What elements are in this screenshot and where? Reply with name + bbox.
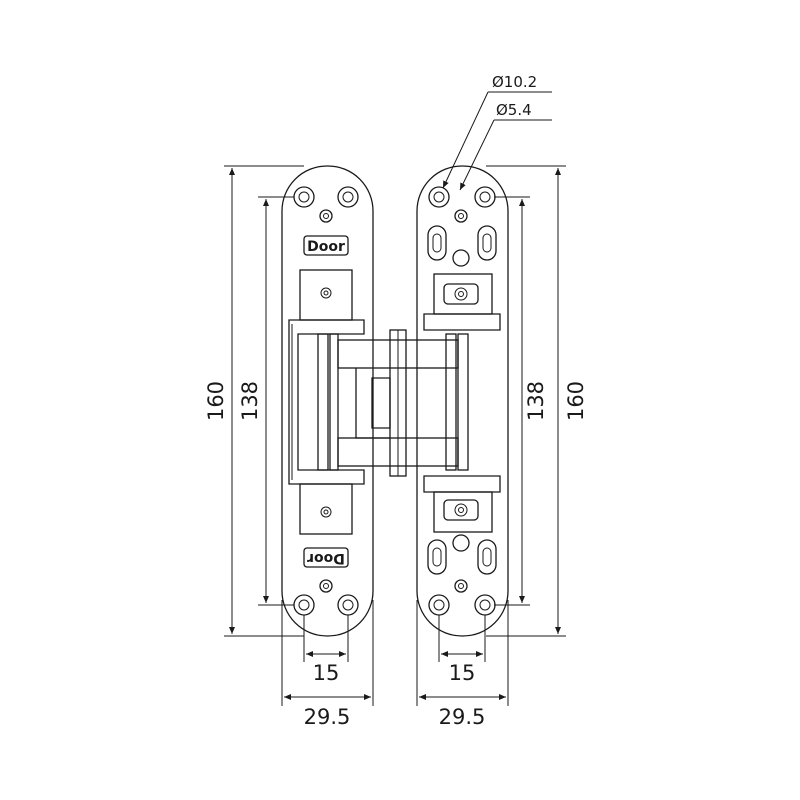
left-bottom-hole-2 bbox=[337, 594, 359, 616]
right-pin-1 bbox=[445, 333, 457, 471]
diameter-callouts bbox=[442, 91, 552, 191]
left-height-holes-label: 138 bbox=[238, 381, 262, 421]
mechanism-u-left bbox=[355, 368, 390, 439]
right-bottom-slot-1 bbox=[427, 539, 447, 575]
hinge-mechanism bbox=[317, 329, 469, 477]
right-top-hole-2 bbox=[474, 186, 496, 208]
right-dimensions bbox=[416, 165, 566, 706]
left-bottom-screw bbox=[319, 579, 333, 593]
right-top-cam bbox=[452, 249, 470, 267]
right-plate-outline bbox=[416, 165, 509, 637]
left-top-screw bbox=[319, 209, 333, 223]
left-pin-2 bbox=[329, 333, 339, 471]
left-bottom-hole-1 bbox=[293, 594, 315, 616]
right-bottom-cam bbox=[452, 534, 470, 552]
right-top-slot-1 bbox=[427, 225, 447, 261]
left-bottom-inner-plate bbox=[299, 483, 353, 535]
left-body-bracket bbox=[288, 319, 365, 485]
right-bottom-hole-2 bbox=[474, 594, 496, 616]
mechanism-u-inner bbox=[371, 377, 391, 429]
left-top-hole-2 bbox=[337, 186, 359, 208]
left-dimensions bbox=[224, 165, 374, 706]
right-pin-2 bbox=[457, 333, 469, 471]
diameter-small-label: Ø5.4 bbox=[496, 101, 532, 119]
left-plate-outline bbox=[281, 165, 374, 637]
left-top-hole-1 bbox=[293, 186, 315, 208]
right-bottom-screw bbox=[454, 579, 468, 593]
left-label-top: Door bbox=[307, 239, 345, 255]
left-hole-spacing-label: 15 bbox=[313, 661, 340, 685]
left-label-bottom: Door bbox=[307, 550, 345, 566]
right-top-hole-1 bbox=[428, 186, 450, 208]
right-width-label: 29.5 bbox=[439, 705, 486, 729]
left-pin-1 bbox=[317, 333, 329, 471]
right-bottom-adjuster bbox=[433, 491, 493, 533]
left-hinge-plate bbox=[281, 165, 374, 637]
right-bottom-hole-1 bbox=[428, 594, 450, 616]
left-label-top-box bbox=[303, 235, 349, 256]
right-hinge-plate bbox=[416, 165, 509, 637]
right-bottom-bracket bbox=[423, 475, 501, 493]
left-width-label: 29.5 bbox=[304, 705, 351, 729]
right-top-bracket bbox=[423, 313, 501, 331]
right-top-screw bbox=[454, 209, 468, 223]
right-top-slot-2 bbox=[477, 225, 497, 261]
right-hole-spacing-label: 15 bbox=[449, 661, 476, 685]
right-height-total-label: 160 bbox=[564, 381, 588, 421]
diameter-large-label: Ø10.2 bbox=[492, 73, 537, 91]
left-height-total-label: 160 bbox=[204, 381, 228, 421]
right-height-holes-label: 138 bbox=[524, 381, 548, 421]
right-bottom-slot-2 bbox=[477, 539, 497, 575]
left-label-bottom-box bbox=[303, 547, 349, 568]
